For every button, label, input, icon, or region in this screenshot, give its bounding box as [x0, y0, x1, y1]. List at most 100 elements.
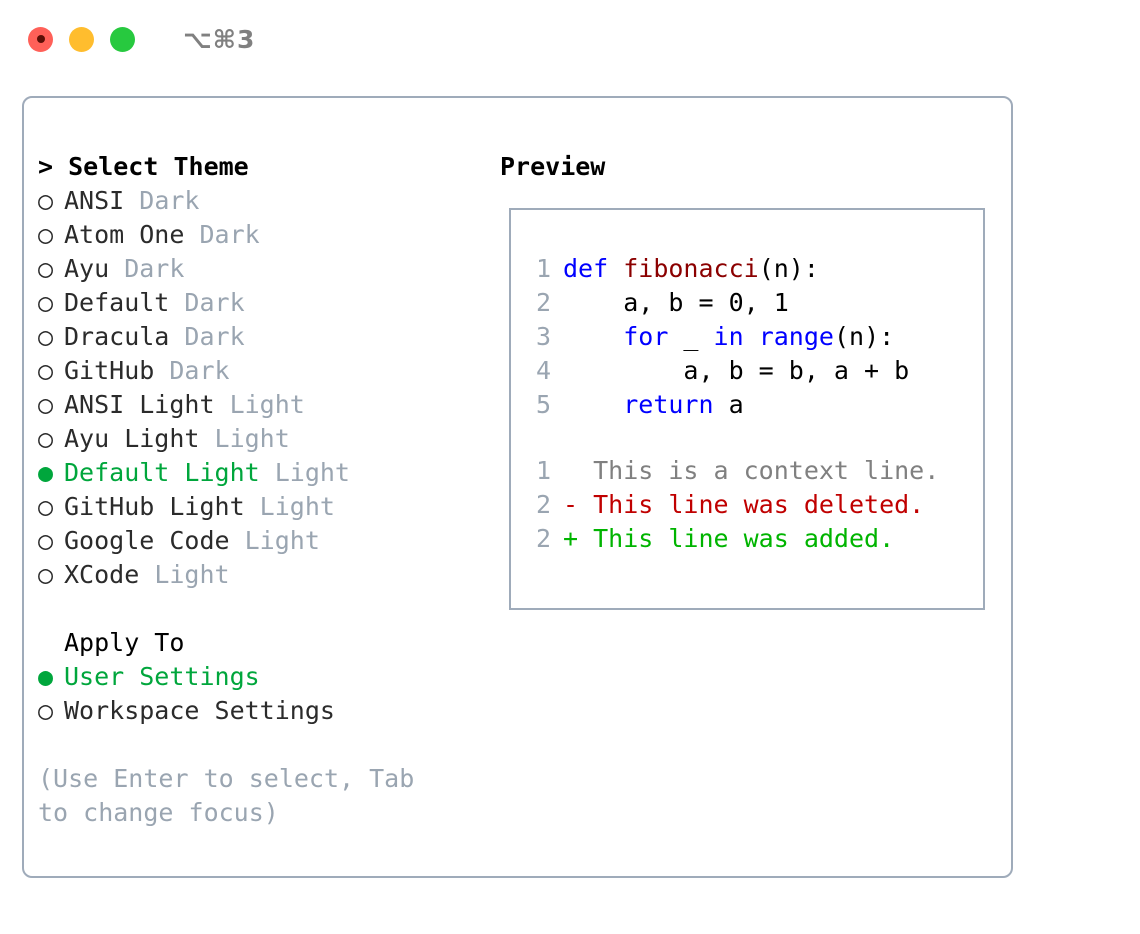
theme-picker-panel: > Select Theme ○ANSI Dark○Atom One Dark○… — [22, 96, 1013, 878]
theme-option-ayu[interactable]: ○ Ayu Dark — [38, 252, 508, 286]
theme-variant-badge: Light — [214, 390, 305, 419]
theme-variant-badge: Dark — [154, 356, 230, 385]
code-token: a, b = 0, 1 — [563, 288, 789, 317]
theme-option-label: ANSI — [64, 186, 125, 215]
diff-text: - This line was deleted. — [563, 490, 925, 519]
radio-unselected-icon: ○ — [38, 424, 54, 453]
theme-option-default[interactable]: ○ Default Dark — [38, 286, 508, 320]
apply-to-option-label: User Settings — [64, 662, 260, 691]
code-diff-spacer — [523, 422, 977, 454]
theme-variant-badge: Light — [229, 526, 320, 555]
radio-unselected-icon: ○ — [38, 186, 54, 215]
radio-unselected-icon: ○ — [38, 220, 54, 249]
diff-line: 2+ This line was added. — [523, 522, 977, 556]
theme-option-label: Google Code — [64, 526, 230, 555]
minimize-button[interactable] — [69, 26, 94, 52]
code-line: 2 a, b = 0, 1 — [523, 286, 977, 320]
theme-option-github-light[interactable]: ○ GitHub Light Light — [38, 490, 508, 524]
code-token — [563, 322, 623, 351]
diff-line: 2 - This line was deleted. — [523, 488, 977, 522]
theme-option-label: Dracula — [64, 322, 170, 351]
radio-unselected-icon: ○ — [38, 390, 54, 419]
diff-block: 1 This is a context line.2- This line wa… — [523, 454, 977, 556]
theme-option-default-light[interactable]: ● Default Light Light — [38, 456, 508, 490]
keyboard-shortcut-label: ⌥⌘3 — [183, 24, 256, 54]
code-token: (n): — [758, 254, 819, 283]
theme-option-list[interactable]: ○ ANSI Dark ○ Atom One Dark ○ Ayu Dark ○ Defaul… — [38, 184, 508, 592]
apply-to-option-user-settings[interactable]: ● User Settings — [38, 660, 508, 694]
apply-to-option-list[interactable]: ● User Settings ○ Workspace Settings — [38, 660, 508, 728]
theme-option-xcode[interactable]: ○ XCode Light — [38, 558, 508, 592]
code-token: a — [713, 390, 744, 419]
theme-option-label: GitHub Light — [64, 492, 245, 521]
line-number: 2 — [535, 288, 551, 317]
maximize-button[interactable] — [110, 26, 135, 52]
diff-line: 1 This is a context line. — [523, 454, 977, 488]
code-token: (n): — [833, 322, 895, 351]
code-token: in — [713, 322, 744, 351]
theme-variant-badge: Dark — [109, 254, 185, 283]
diff-text: + This line was added. — [563, 524, 895, 553]
radio-unselected-icon: ○ — [38, 492, 54, 521]
radio-selected-icon: ● — [38, 662, 54, 691]
code-token: a, b = b, a + b — [563, 356, 910, 385]
code-line: 3 for _ in range(n): — [523, 320, 977, 354]
code-token: for — [623, 322, 669, 351]
radio-unselected-icon: ○ — [38, 696, 54, 725]
theme-option-ansi[interactable]: ○ ANSI Dark — [38, 184, 508, 218]
radio-unselected-icon: ○ — [38, 560, 54, 589]
radio-unselected-icon: ○ — [38, 288, 54, 317]
code-line: 4 a, b = b, a + b — [523, 354, 977, 388]
theme-option-label: Default — [64, 288, 170, 317]
theme-option-dracula[interactable]: ○ Dracula Dark — [38, 320, 508, 354]
apply-to-option-label: Workspace Settings — [64, 696, 335, 725]
line-number: 1 — [535, 254, 551, 283]
theme-option-label: GitHub — [64, 356, 155, 385]
apply-to-option-workspace-settings[interactable]: ○ Workspace Settings — [38, 694, 508, 728]
code-line: 5 return a — [523, 388, 977, 422]
theme-option-google-code[interactable]: ○ Google Code Light — [38, 524, 508, 558]
theme-variant-badge: Dark — [169, 322, 245, 351]
line-number: 5 — [535, 390, 551, 419]
theme-option-label: Ayu Light — [64, 424, 200, 453]
theme-variant-badge: Dark — [124, 186, 200, 215]
preview-title: Preview — [500, 152, 606, 181]
code-token — [744, 322, 759, 351]
radio-selected-icon: ● — [38, 458, 54, 487]
theme-variant-badge: Light — [259, 458, 350, 487]
theme-variant-badge: Light — [244, 492, 335, 521]
window-titlebar: ⌥⌘3 — [0, 0, 1140, 78]
radio-unselected-icon: ○ — [38, 526, 54, 555]
code-token: _ — [668, 322, 714, 351]
list-spacer — [38, 592, 508, 626]
theme-variant-badge: Dark — [169, 288, 245, 317]
theme-option-atom-one[interactable]: ○Atom One Dark — [38, 218, 508, 252]
theme-option-github[interactable]: ○GitHub Dark — [38, 354, 508, 388]
diff-text: This is a context line. — [563, 456, 940, 485]
radio-unselected-icon: ○ — [38, 322, 54, 351]
theme-variant-badge: Light — [199, 424, 290, 453]
theme-variant-badge: Light — [139, 560, 230, 589]
apply-to-title: Apply To — [64, 628, 185, 657]
line-number: 2 — [535, 490, 551, 519]
theme-option-label: Ayu — [64, 254, 110, 283]
theme-option-ayu-light[interactable]: ○ Ayu Light Light — [38, 422, 508, 456]
code-token: fibonacci — [623, 254, 759, 283]
code-token: return — [623, 390, 714, 419]
code-token: def — [563, 254, 624, 283]
close-button[interactable] — [28, 26, 53, 52]
line-number: 1 — [535, 456, 551, 485]
theme-option-label: ANSI Light — [64, 390, 215, 419]
theme-option-label: Default Light — [64, 458, 260, 487]
theme-option-label: Atom One — [64, 220, 185, 249]
theme-option-ansi-light[interactable]: ○ ANSI Light Light — [38, 388, 508, 422]
theme-option-label: XCode — [64, 560, 140, 589]
line-number: 4 — [535, 356, 551, 385]
code-token: range — [758, 322, 834, 351]
radio-unselected-icon: ○ — [38, 254, 54, 283]
